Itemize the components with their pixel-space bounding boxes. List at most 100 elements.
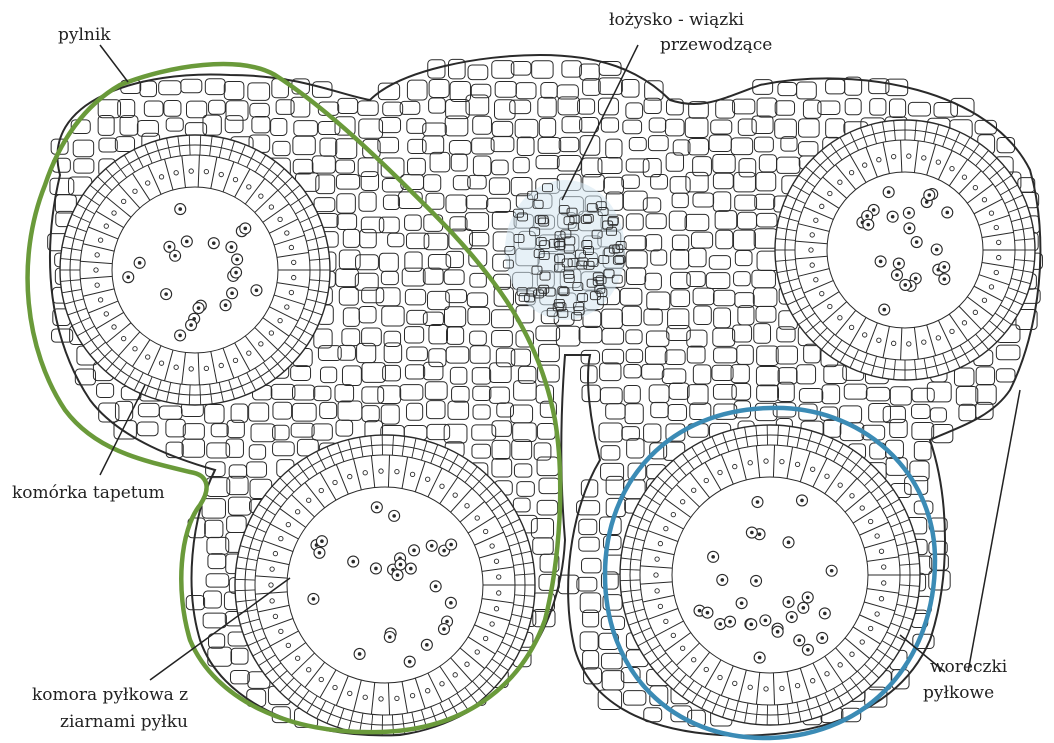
- parenchyma-cell: [693, 365, 711, 384]
- parenchyma-cell: [646, 214, 666, 229]
- pollen-grain-nucleus: [318, 551, 322, 555]
- pollen-grain-nucleus: [914, 277, 918, 281]
- pollen-grain-nucleus: [173, 254, 177, 258]
- parenchyma-cell: [205, 404, 224, 423]
- parenchyma-cell: [713, 192, 731, 212]
- parenchyma-cell: [976, 384, 996, 404]
- parenchyma-cell: [362, 406, 379, 422]
- parenchyma-cell: [602, 328, 624, 344]
- parenchyma-cell: [537, 500, 557, 515]
- parenchyma-cell: [890, 387, 911, 405]
- parenchyma-cell: [378, 137, 399, 152]
- parenchyma-cell: [754, 324, 771, 344]
- parenchyma-cell: [912, 404, 930, 418]
- pollen-grain-nucleus: [442, 627, 446, 631]
- parenchyma-cell: [336, 160, 355, 173]
- parenchyma-cell: [754, 137, 773, 152]
- parenchyma-cell: [669, 211, 686, 230]
- parenchyma-cell: [671, 290, 690, 307]
- parenchyma-cell: [757, 346, 779, 366]
- parenchyma-cell: [320, 402, 337, 418]
- parenchyma-cell: [429, 98, 446, 113]
- parenchyma-cell: [361, 172, 378, 191]
- pollen-grain-nucleus: [189, 323, 193, 327]
- parenchyma-cell: [225, 116, 243, 133]
- parenchyma-cell: [447, 327, 464, 344]
- parenchyma-cell: [693, 157, 712, 176]
- pollen-grain-nucleus: [758, 656, 762, 660]
- parenchyma-cell: [672, 235, 688, 250]
- parenchyma-cell: [428, 254, 450, 269]
- parenchyma-cell: [203, 613, 226, 628]
- parenchyma-cell: [159, 406, 182, 419]
- pollen-sac: [60, 135, 330, 405]
- parenchyma-cell: [649, 385, 669, 403]
- parenchyma-cell: [294, 121, 318, 136]
- parenchyma-cell: [292, 403, 316, 421]
- parenchyma-cell: [271, 384, 295, 399]
- label-komorka-tapetum: komórka tapetum: [12, 483, 165, 503]
- label-woreczki-line2: pyłkowe: [923, 683, 994, 703]
- parenchyma-cell: [495, 100, 516, 119]
- parenchyma-cell: [538, 137, 561, 153]
- parenchyma-cell: [383, 195, 399, 209]
- parenchyma-cell: [645, 235, 661, 251]
- parenchyma-cell: [405, 289, 425, 304]
- pollen-grain-nucleus: [212, 241, 216, 245]
- parenchyma-cell: [487, 198, 511, 212]
- parenchyma-cell: [402, 268, 425, 286]
- parenchyma-cell: [685, 214, 709, 230]
- label-lozysko-line2: przewodzące: [660, 35, 772, 55]
- pollen-grain-nucleus: [412, 549, 416, 553]
- parenchyma-cell: [579, 519, 597, 534]
- parenchyma-cell: [669, 383, 689, 399]
- parenchyma-cell: [604, 177, 624, 194]
- wall-cell-divider: [778, 425, 779, 435]
- parenchyma-cell: [912, 422, 934, 439]
- parenchyma-cell: [583, 651, 599, 670]
- pollen-grain-nucleus: [776, 630, 780, 634]
- parenchyma-cell: [205, 79, 225, 95]
- parenchyma-cell: [449, 140, 471, 154]
- parenchyma-cell: [580, 64, 600, 80]
- pollen-grain-nucleus: [806, 596, 810, 600]
- parenchyma-cell: [209, 100, 226, 114]
- pollen-grain-nucleus: [790, 615, 794, 619]
- parenchyma-cell: [732, 384, 751, 400]
- wall-cell-divider: [777, 705, 778, 715]
- parenchyma-cell: [713, 385, 736, 400]
- parenchyma-cell: [578, 99, 595, 114]
- parenchyma-cell: [429, 80, 449, 98]
- parenchyma-cell: [490, 363, 512, 383]
- parenchyma-cell: [693, 193, 714, 207]
- parenchyma-cell: [407, 310, 427, 324]
- parenchyma-cell: [756, 306, 776, 322]
- parenchyma-cell: [645, 347, 666, 365]
- parenchyma-cell: [629, 138, 646, 151]
- parenchyma-cell: [273, 141, 290, 155]
- parenchyma-cell: [870, 99, 886, 115]
- parenchyma-cell: [343, 229, 359, 247]
- parenchyma-cell: [423, 362, 443, 380]
- parenchyma-cell: [625, 404, 643, 424]
- parenchyma-cell: [622, 306, 641, 325]
- pollen-grain-nucleus: [375, 506, 379, 510]
- parenchyma-cell: [624, 691, 646, 705]
- parenchyma-cell: [359, 192, 376, 211]
- parenchyma-cell: [706, 273, 730, 289]
- parenchyma-cell: [446, 251, 463, 267]
- parenchyma-cell: [516, 83, 536, 99]
- parenchyma-cell: [624, 236, 646, 250]
- parenchyma-cell: [335, 385, 354, 402]
- parenchyma-cell: [622, 80, 639, 98]
- parenchyma-cell: [580, 632, 598, 651]
- parenchyma-cell: [186, 596, 204, 610]
- pollen-grain-nucleus: [907, 211, 911, 215]
- pollen-grain-nucleus: [351, 560, 355, 564]
- parenchyma-cell: [601, 446, 620, 460]
- parenchyma-cell: [291, 423, 314, 437]
- parenchyma-cell: [580, 593, 600, 613]
- parenchyma-cell: [734, 230, 756, 250]
- parenchyma-cell: [98, 116, 114, 136]
- parenchyma-cell: [448, 401, 469, 419]
